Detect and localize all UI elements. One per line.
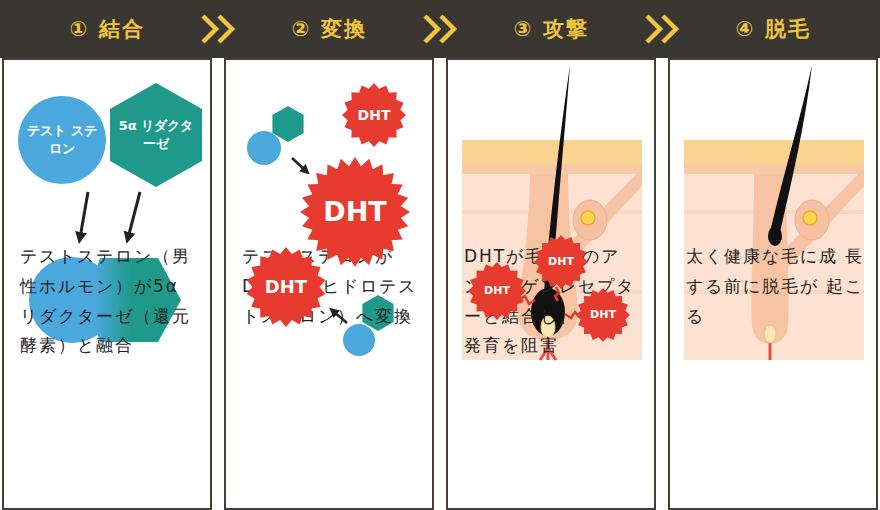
epidermis <box>462 140 642 164</box>
hair-shaft <box>770 65 812 232</box>
shape-text-holder: DHT <box>300 157 410 267</box>
flow-chevron <box>203 16 232 42</box>
hexagon-shape <box>110 83 202 187</box>
merged-hexagon <box>86 258 181 342</box>
chevron-stroke <box>219 16 232 42</box>
step-heading: ③ 攻撃 <box>446 0 656 58</box>
merge-arrow <box>80 192 88 238</box>
step-description: 太く健康な毛に成 長する前に脱毛が 起こる <box>686 242 868 331</box>
molecule-circle: テスト ステロン <box>18 96 106 184</box>
shape-text-holder: DHT <box>576 288 630 342</box>
chevron-stroke <box>203 16 216 42</box>
shape-label: DHT <box>484 284 510 299</box>
shape-label: DHT <box>358 106 391 125</box>
shape-label: DHT <box>590 308 616 323</box>
chevron-stroke <box>647 16 660 42</box>
dht-burst: DHT <box>342 83 406 147</box>
shape-text-holder: テスト ステロン <box>18 96 106 184</box>
molecule-circle <box>343 324 375 356</box>
dht-burst: DHT <box>300 157 410 267</box>
shape-label: DHT <box>548 255 574 270</box>
shape-text-holder: DHT <box>246 247 326 327</box>
hair-end <box>768 226 782 246</box>
circle-shape <box>18 96 106 184</box>
epidermis <box>684 140 864 164</box>
shape-label: DHT <box>265 275 307 299</box>
burst-shape <box>576 288 630 342</box>
sebum-dot <box>581 211 595 225</box>
shape-text-holder: DHT <box>468 262 526 320</box>
skin-layer <box>462 164 642 174</box>
enzyme-hexagon: 5α リダクターゼ <box>110 83 202 187</box>
chevron-stroke <box>425 16 438 42</box>
dht-burst: DHT <box>534 235 588 289</box>
step-panel: ③ 攻撃DHTが毛乳頭のア ンドロゲンレセプタ ーと結合し、発毛・ 発育を阻害D… <box>446 0 656 510</box>
molecule-circle <box>247 131 281 165</box>
sebum-dot <box>803 211 817 225</box>
merge-arrow <box>128 192 140 238</box>
skin-layer <box>684 164 864 174</box>
chevron-stroke <box>663 16 676 42</box>
dermal-papilla <box>764 325 776 343</box>
convert-arrow <box>292 158 306 171</box>
flow-chevron <box>425 16 454 42</box>
step-panel: ② 変換テストステロンが DHT（ジヒドロテス トステロン）へ変換DHTDHTD… <box>224 0 434 510</box>
shape-label: 5α リダクターゼ <box>118 117 194 152</box>
step-heading: ① 結合 <box>2 0 212 58</box>
shape-label: DHT <box>323 194 386 230</box>
shape-label: テスト ステロン <box>26 122 98 157</box>
step-panel: ① 結合テストステロン（男 性ホルモン）が5α リダクターゼ（還元 酵素）と融合… <box>2 0 212 510</box>
sebaceous-gland <box>795 200 829 240</box>
dht-burst: DHT <box>246 247 326 327</box>
step-heading: ④ 脱毛 <box>668 0 878 58</box>
shape-text-holder: DHT <box>534 235 588 289</box>
burst-shape <box>342 83 406 147</box>
step-panel: ④ 脱毛太く健康な毛に成 長する前に脱毛が 起こる <box>668 0 878 510</box>
flow-chevron <box>647 16 676 42</box>
shape-outline <box>18 96 106 184</box>
dht-burst: DHT <box>468 262 526 320</box>
sebaceous-gland <box>573 200 607 240</box>
step-heading: ② 変換 <box>224 0 434 58</box>
skin-section <box>684 65 864 360</box>
shape-outline <box>110 83 202 187</box>
burst-shape <box>534 235 588 289</box>
burst-shape <box>468 262 526 320</box>
header-band <box>0 0 880 58</box>
blood-vessel <box>769 343 772 360</box>
chevron-stroke <box>441 16 454 42</box>
burst-shape <box>300 157 410 267</box>
shape-text-holder: 5α リダクターゼ <box>110 83 202 187</box>
shape-text-holder: DHT <box>342 83 406 147</box>
burst-shape <box>247 247 326 327</box>
molecule-hexagon <box>272 106 303 142</box>
step-description: テストステロン（男 性ホルモン）が5α リダクターゼ（還元 酵素）と融合 <box>20 242 202 361</box>
dht-burst: DHT <box>576 288 630 342</box>
